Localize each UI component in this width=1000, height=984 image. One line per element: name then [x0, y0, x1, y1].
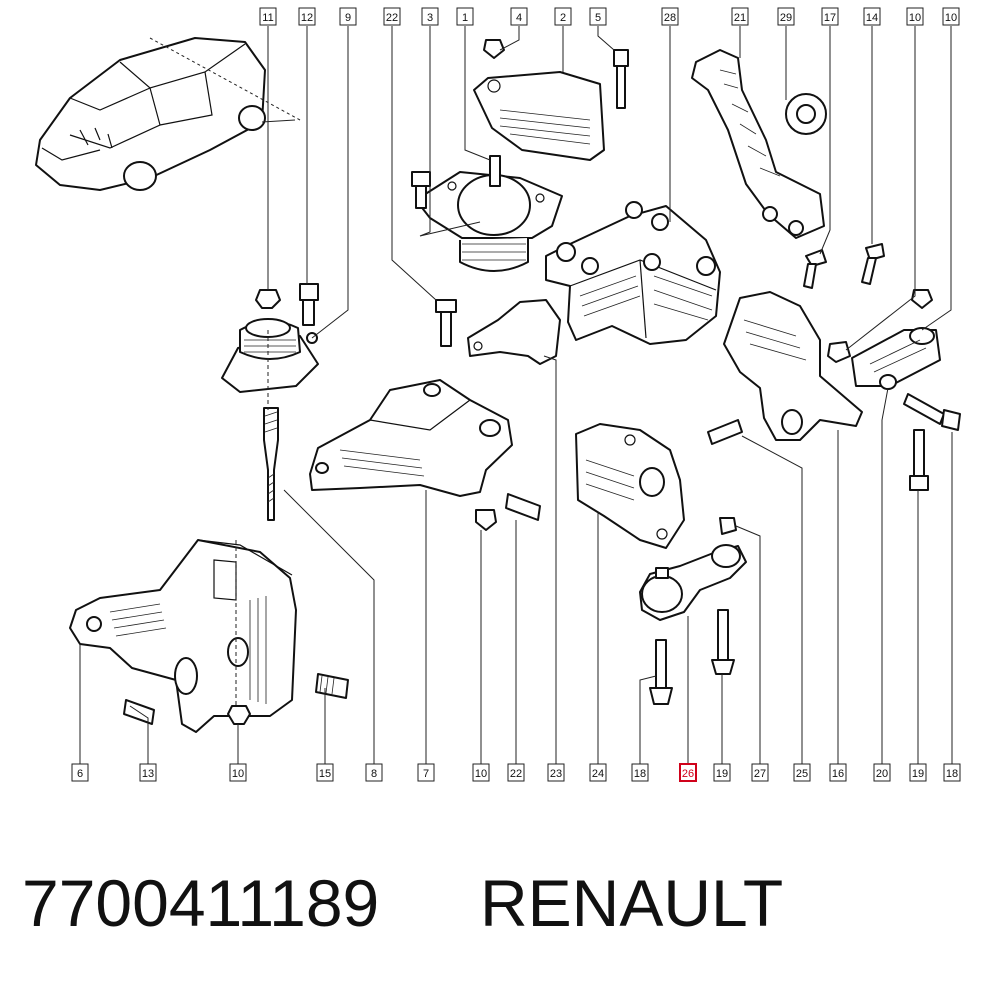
callout-label: 5 — [595, 12, 601, 24]
callout-label: 24 — [592, 768, 604, 780]
vehicle-thumbnail — [35, 37, 301, 191]
callout-top-3: 3 — [421, 7, 439, 26]
central-mount — [411, 155, 563, 365]
callout-label: 17 — [824, 12, 836, 24]
callout-top-5: 5 — [589, 7, 607, 26]
callout-label: 18 — [946, 768, 958, 780]
callout-label: 2 — [560, 12, 566, 24]
callout-label: 3 — [427, 12, 433, 24]
callout-top-17: 17 — [821, 7, 839, 26]
right-upper-bracket — [723, 243, 885, 441]
callout-label: 23 — [550, 768, 562, 780]
gearbox-lower-mount — [575, 419, 743, 549]
callout-bottom-19a: 19 — [713, 763, 731, 782]
callout-label: 9 — [345, 12, 351, 24]
callout-bottom-26-highlighted: 26 — [679, 763, 697, 782]
callout-bottom-23: 23 — [547, 763, 565, 782]
callout-label: 1 — [462, 12, 468, 24]
callout-label: 6 — [77, 768, 83, 780]
callout-label: 22 — [386, 12, 398, 24]
callout-bottom-10b: 10 — [472, 763, 490, 782]
callout-label: 19 — [912, 768, 924, 780]
bottom-callouts: 6 13 10 15 8 7 10 22 23 24 18 26 19 27 2… — [71, 763, 961, 782]
callout-label: 22 — [510, 768, 522, 780]
callout-bottom-13: 13 — [139, 763, 157, 782]
callout-top-1: 1 — [456, 7, 474, 26]
upper-left-mount — [221, 283, 319, 521]
callout-label: 10 — [945, 12, 957, 24]
callout-bottom-20: 20 — [873, 763, 891, 782]
callout-top-11: 11 — [259, 7, 277, 26]
callout-label: 10 — [475, 768, 487, 780]
callout-top-14: 14 — [863, 7, 881, 26]
callout-label: 13 — [142, 768, 154, 780]
callout-label: 10 — [232, 768, 244, 780]
callout-label: 4 — [516, 12, 522, 24]
upper-torque-arm — [691, 49, 827, 239]
top-callouts: 11 12 9 22 3 1 4 2 5 28 21 29 17 14 10 1… — [259, 7, 960, 26]
callout-bottom-25: 25 — [793, 763, 811, 782]
callout-label: 25 — [796, 768, 808, 780]
callout-label: 18 — [634, 768, 646, 780]
callout-label: 29 — [780, 12, 792, 24]
leader-lines — [79, 26, 953, 764]
callout-top-10b: 10 — [942, 7, 960, 26]
callout-bottom-18b: 18 — [943, 763, 961, 782]
callout-top-9: 9 — [339, 7, 357, 26]
callout-bottom-27: 27 — [751, 763, 769, 782]
callout-top-21: 21 — [731, 7, 749, 26]
gearbox-bracket — [545, 201, 721, 345]
right-link-arm — [851, 289, 961, 491]
callout-bottom-8: 8 — [365, 763, 383, 782]
callout-bottom-19b: 19 — [909, 763, 927, 782]
lower-torque-rod — [639, 517, 747, 705]
callout-bottom-22: 22 — [507, 763, 525, 782]
callout-bottom-10a: 10 — [229, 763, 247, 782]
center-bracket — [309, 299, 541, 531]
callout-label: 10 — [909, 12, 921, 24]
callout-top-22: 22 — [383, 7, 401, 26]
callout-label: 7 — [423, 768, 429, 780]
callout-top-10a: 10 — [906, 7, 924, 26]
callout-label: 20 — [876, 768, 888, 780]
callout-label: 15 — [319, 768, 331, 780]
callout-label: 11 — [262, 12, 273, 24]
callout-bottom-24: 24 — [589, 763, 607, 782]
callout-top-4: 4 — [510, 7, 528, 26]
part-number: 7700411189 — [22, 866, 380, 940]
callout-label: 27 — [754, 768, 766, 780]
lower-left-bracket — [69, 539, 349, 733]
callout-bottom-7: 7 — [417, 763, 435, 782]
callout-label: 16 — [832, 768, 844, 780]
callout-label: 26 — [682, 768, 694, 780]
callout-label: 28 — [664, 12, 676, 24]
callout-top-12: 12 — [298, 7, 316, 26]
brand-name: RENAULT — [480, 866, 784, 940]
callout-bottom-6: 6 — [71, 763, 89, 782]
callout-label: 14 — [866, 12, 878, 24]
callout-top-29: 29 — [777, 7, 795, 26]
callout-bottom-18a: 18 — [631, 763, 649, 782]
callout-label: 12 — [301, 12, 313, 24]
callout-bottom-16: 16 — [829, 763, 847, 782]
top-plate — [473, 39, 629, 161]
callout-label: 21 — [734, 12, 746, 24]
callout-bottom-15: 15 — [316, 763, 334, 782]
callout-top-28: 28 — [661, 7, 679, 26]
callout-label: 8 — [371, 768, 377, 780]
callout-label: 19 — [716, 768, 728, 780]
callout-top-2: 2 — [554, 7, 572, 26]
